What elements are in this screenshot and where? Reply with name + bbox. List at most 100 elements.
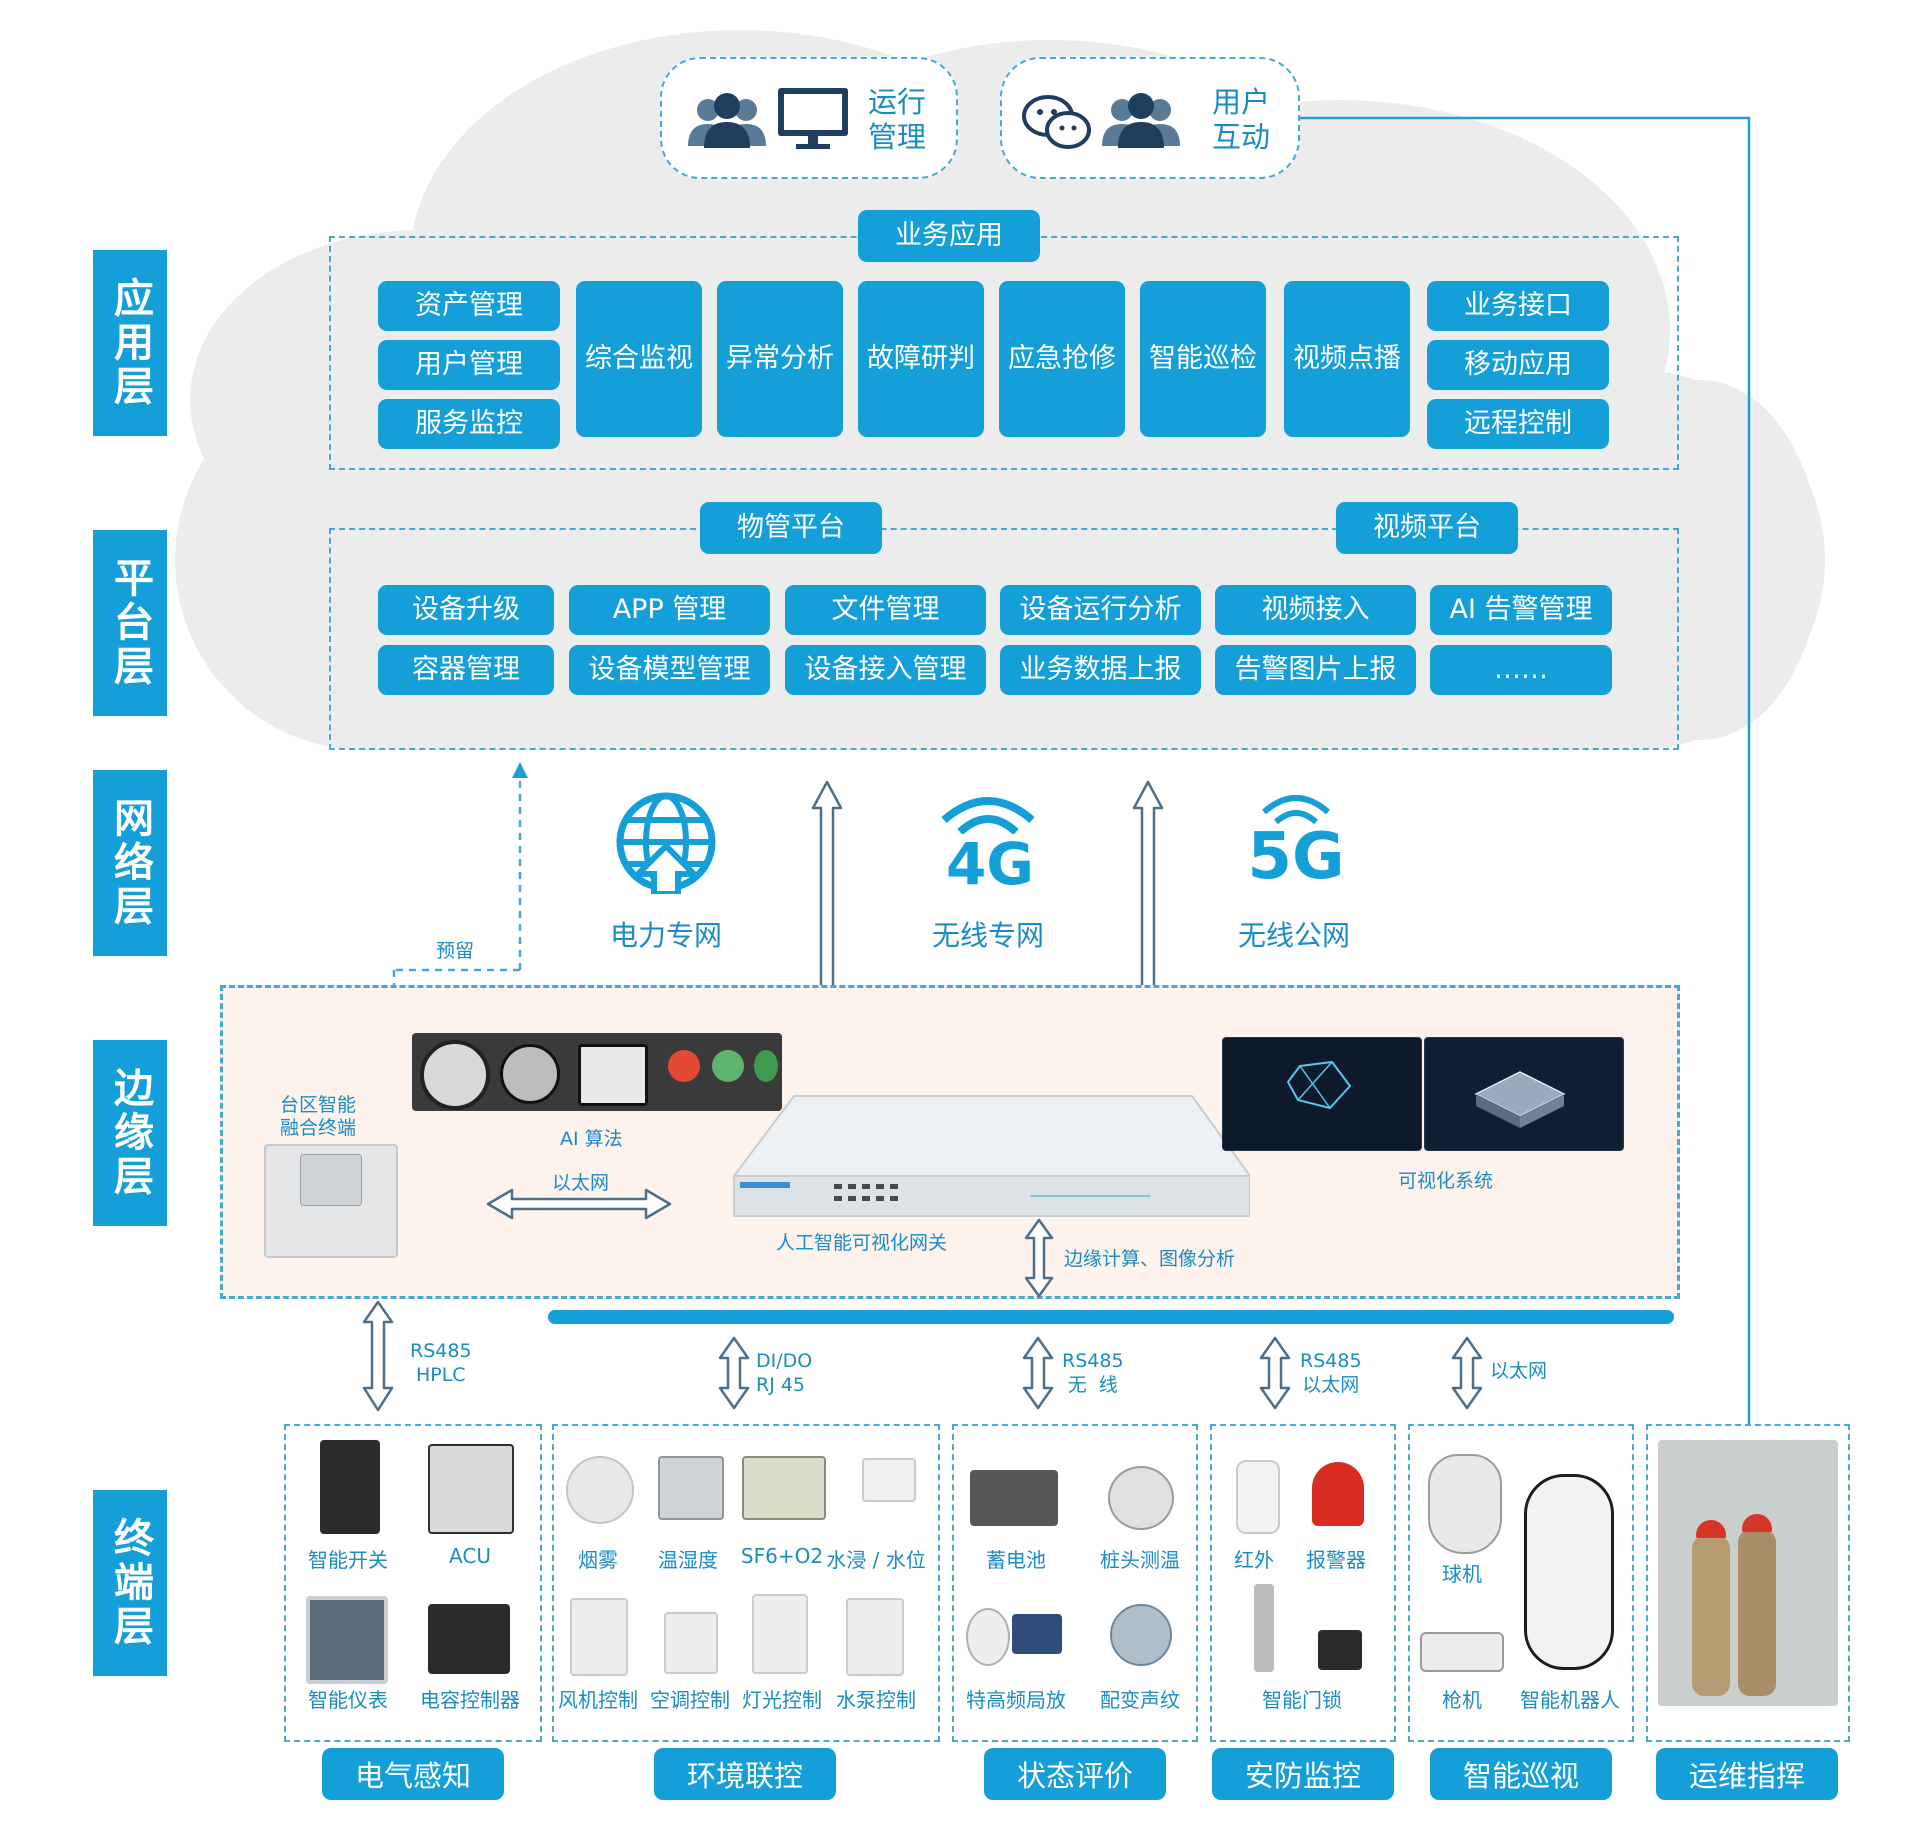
app-smart-inspection[interactable]: 智能巡检 <box>1140 281 1266 437</box>
protocol-label-environment: DI/DO RJ 45 <box>756 1350 813 1396</box>
category-security-monitoring[interactable]: 安防监控 <box>1212 1748 1394 1800</box>
platform-frame <box>329 528 1679 750</box>
protocol-label-inspection: 以太网 <box>1490 1360 1548 1382</box>
platform-more[interactable]: …… <box>1430 645 1612 695</box>
business-application-title: 业务应用 <box>858 210 1040 262</box>
worker-figure <box>1692 1536 1730 1696</box>
device-fan-control: 风机控制 <box>558 1688 638 1712</box>
indicator-light-green-icon <box>754 1050 778 1082</box>
platform-device-model-management[interactable]: 设备模型管理 <box>569 645 770 695</box>
device-acu: ACU <box>449 1544 491 1568</box>
platform-device-upgrade[interactable]: 设备升级 <box>378 585 554 635</box>
app-emergency-repair[interactable]: 应急抢修 <box>999 281 1125 437</box>
group-electrical-frame <box>284 1424 542 1742</box>
group-environment-frame <box>552 1424 940 1742</box>
platform-file-management[interactable]: 文件管理 <box>785 585 986 635</box>
area-terminal-label: 台区智能 融合终端 <box>280 1094 357 1139</box>
acu-image <box>428 1444 514 1534</box>
platform-container-management[interactable]: 容器管理 <box>378 645 554 695</box>
ops-management-label: 运行 管理 <box>868 85 927 154</box>
edge-compute-arrow <box>1024 1218 1054 1298</box>
device-smart-switch: 智能开关 <box>308 1548 388 1572</box>
category-smart-inspection[interactable]: 智能巡视 <box>1430 1748 1612 1800</box>
platform-app-management[interactable]: APP 管理 <box>569 585 770 635</box>
device-infrared: 红外 <box>1234 1548 1274 1572</box>
platform-ai-alarm-management[interactable]: AI 告警管理 <box>1430 585 1612 635</box>
smart-door-lock-image <box>1254 1584 1274 1672</box>
platform-device-run-analysis[interactable]: 设备运行分析 <box>1000 585 1201 635</box>
user-interaction-label: 用户 互动 <box>1212 85 1271 154</box>
app-fault-diagnosis[interactable]: 故障研判 <box>858 281 984 437</box>
layer-platform: 平台层 <box>93 530 167 716</box>
ai-algorithm-label: AI 算法 <box>560 1128 623 1150</box>
platform-alarm-image-report[interactable]: 告警图片上报 <box>1215 645 1416 695</box>
building-model-icon <box>1474 1071 1566 1128</box>
app-remote-control[interactable]: 远程控制 <box>1427 399 1609 449</box>
wifi-signal-icon <box>1262 795 1330 825</box>
device-transformer-voiceprint: 配变声纹 <box>1100 1688 1180 1712</box>
light-control-image <box>752 1594 808 1674</box>
device-capacitor-controller: 电容控制器 <box>420 1688 520 1712</box>
group-inspection-frame <box>1408 1424 1634 1742</box>
infrared-detector-image <box>1236 1460 1280 1534</box>
wifi-signal-icon <box>941 797 1035 834</box>
transformer-voiceprint-image <box>1110 1604 1172 1666</box>
worker-figure <box>1738 1530 1776 1696</box>
protocol-label-status: RS485 无 线 <box>1062 1350 1124 1396</box>
bullet-camera-image <box>1420 1632 1504 1672</box>
terminal-temp-sensor-image <box>1108 1466 1174 1530</box>
hard-hat-icon <box>1742 1514 1772 1532</box>
ai-gateway-device <box>732 1095 1250 1217</box>
category-electrical-sensing[interactable]: 电气感知 <box>322 1748 504 1800</box>
device-smart-robot: 智能机器人 <box>1520 1688 1620 1712</box>
ethernet-label: 以太网 <box>552 1172 610 1194</box>
category-ops-command[interactable]: 运维指挥 <box>1656 1748 1838 1800</box>
pump-control-image <box>846 1598 904 1676</box>
app-business-interface[interactable]: 业务接口 <box>1427 281 1609 331</box>
hard-hat-icon <box>1696 1520 1726 1538</box>
device-dome-camera: 球机 <box>1442 1562 1482 1586</box>
users-icon <box>1102 93 1180 148</box>
platform-video-access[interactable]: 视频接入 <box>1215 585 1416 635</box>
layer-terminal: 终端层 <box>93 1490 167 1676</box>
app-asset-management[interactable]: 资产管理 <box>378 281 560 331</box>
device-sf6-o2: SF6+O2 <box>740 1544 824 1568</box>
terminal-bus-bar <box>548 1310 1674 1324</box>
app-mobile-application[interactable]: 移动应用 <box>1427 340 1609 390</box>
app-service-monitor[interactable]: 服务监控 <box>378 399 560 449</box>
wireless-private-network-label: 无线专网 <box>931 919 1045 952</box>
indicator-light-green-icon <box>712 1050 744 1082</box>
edge-compute-label: 边缘计算、图像分析 <box>1064 1248 1236 1270</box>
app-video-on-demand[interactable]: 视频点播 <box>1284 281 1410 437</box>
protocol-label-security: RS485 以太网 <box>1300 1350 1362 1396</box>
device-terminal-temp: 桩头测温 <box>1100 1548 1180 1572</box>
power-private-network-label: 电力专网 <box>609 919 723 952</box>
category-status-evaluation[interactable]: 状态评价 <box>984 1748 1166 1800</box>
platform-business-data-report[interactable]: 业务数据上报 <box>1000 645 1201 695</box>
platform-device-access-management[interactable]: 设备接入管理 <box>785 645 986 695</box>
device-smart-door-lock: 智能门锁 <box>1262 1688 1342 1712</box>
ac-control-image <box>664 1612 718 1674</box>
smart-meter-image <box>306 1596 388 1684</box>
device-water-level: 水浸 / 水位 <box>826 1548 926 1572</box>
iot-platform-title: 物管平台 <box>700 502 882 554</box>
meter-icon <box>578 1044 648 1106</box>
users-icon <box>688 93 766 148</box>
gauge-icon <box>420 1040 490 1110</box>
category-environment-control[interactable]: 环境联控 <box>654 1748 836 1800</box>
uhf-partial-discharge-image <box>966 1608 1010 1666</box>
dome-camera-image <box>1428 1454 1502 1554</box>
app-integrated-monitor[interactable]: 综合监视 <box>576 281 702 437</box>
uhf-module-image <box>1012 1614 1062 1654</box>
device-light-control: 灯光控制 <box>742 1688 822 1712</box>
app-anomaly-analysis[interactable]: 异常分析 <box>717 281 843 437</box>
smart-robot-image <box>1524 1474 1614 1670</box>
sf6-o2-sensor-image <box>742 1456 826 1520</box>
app-user-management[interactable]: 用户管理 <box>378 340 560 390</box>
fan-control-image <box>570 1598 628 1676</box>
visualization-screen-1 <box>1222 1037 1422 1151</box>
area-terminal-panel <box>300 1154 362 1206</box>
smart-switch-image <box>320 1440 380 1534</box>
monitor-icon <box>778 88 848 149</box>
